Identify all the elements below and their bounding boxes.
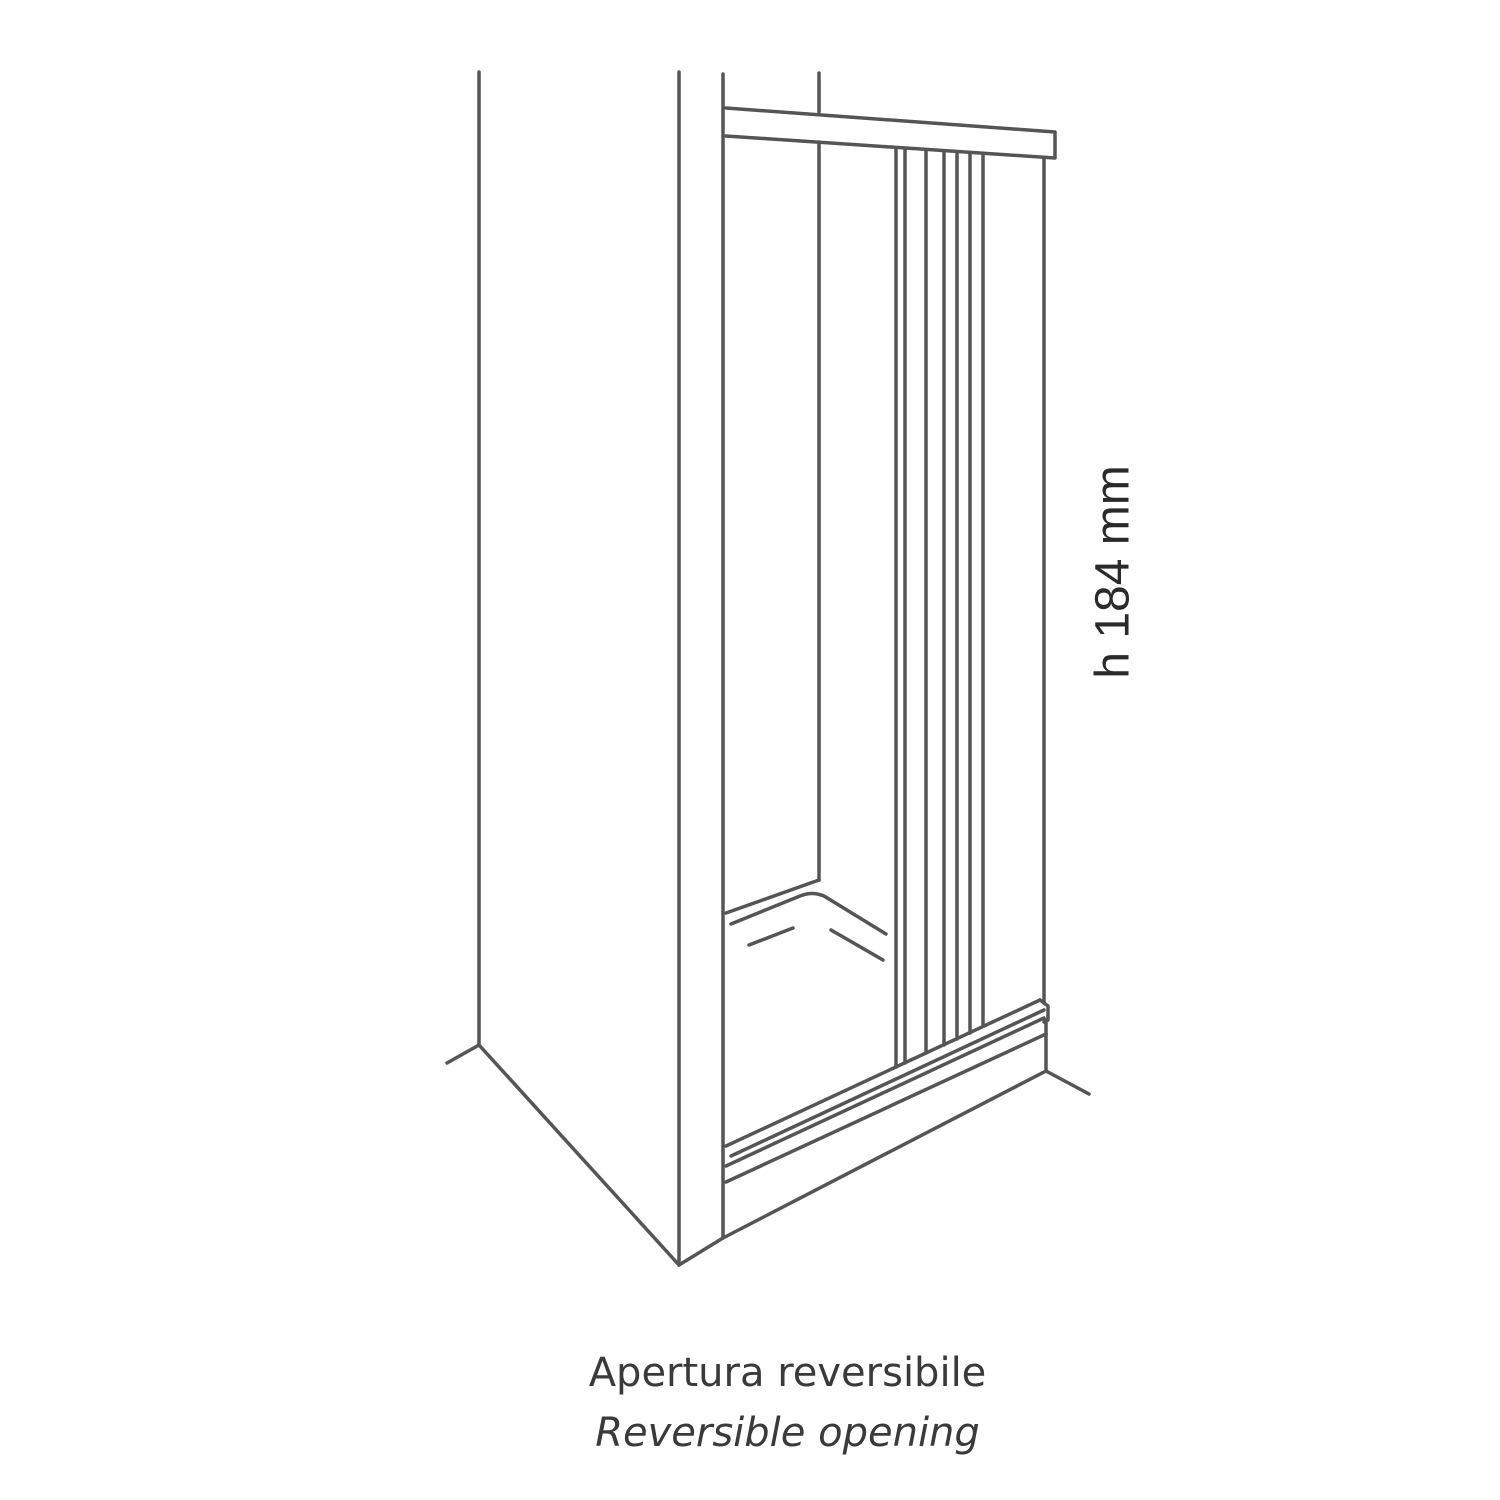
threshold-groove-2 [724,1016,1046,1168]
floor-left-stub [445,1043,481,1065]
height-dimension-label: h 184 mm [1086,465,1140,679]
caption-english: Reversible opening [595,1410,980,1456]
base-bottom [721,1069,1048,1240]
shower-tray-detail [747,926,795,947]
floor-right-stub [1044,1069,1091,1096]
caption-italian: Apertura reversibile [588,1350,987,1396]
threshold-groove [729,1008,1046,1158]
back-corner-base [724,878,821,915]
profile-bottom [677,1236,725,1267]
top-rail [724,106,1057,160]
shower-tray-edge [729,891,888,936]
floor-diagonal [477,1043,681,1267]
threshold-top [724,998,1042,1148]
threshold-bottom [724,1032,1048,1184]
shower-tray-detail [829,928,885,962]
